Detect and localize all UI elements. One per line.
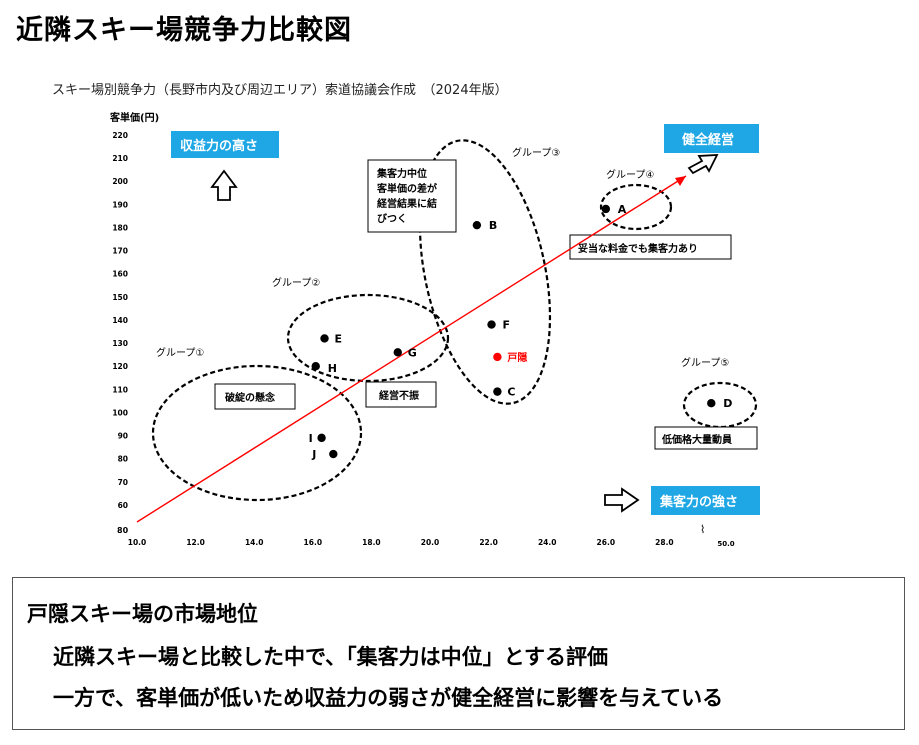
summary-line: 一方で、客単価が低いため収益力の弱さが健全経営に影響を与えている: [53, 686, 724, 710]
x-tick-label: 12.0: [186, 538, 205, 547]
group1-note-text: 破綻の懸念: [225, 391, 275, 404]
y-tick-label: 110: [112, 385, 128, 394]
data-point-label: H: [328, 362, 337, 375]
data-point-label: C: [507, 386, 515, 399]
goal-box: 健全経営: [664, 124, 759, 153]
group3-note-box: 集客力中位 客単価の差が 経営結果に結 びつく: [367, 159, 457, 233]
group3-note-line: 集客力中位: [376, 167, 427, 180]
y-axis-label: 客単価(円): [109, 111, 159, 124]
group5-ellipse: [682, 381, 758, 429]
trend-arrowhead-icon: [675, 176, 686, 186]
group2-ellipse: [286, 293, 450, 383]
up-arrow-icon: [210, 169, 238, 201]
group5-note-box: 低価格大量動員: [654, 426, 758, 450]
group1-note-box: 破綻の懸念: [214, 383, 296, 410]
y-tick-label: 190: [112, 200, 128, 209]
y-tick-label: 210: [112, 154, 128, 163]
data-point: [472, 220, 482, 230]
data-point-label: 戸隠: [507, 351, 527, 364]
data-point: [393, 348, 402, 357]
y-tick-label: 160: [112, 270, 128, 279]
summary-heading: 戸隠スキー場の市場地位: [27, 602, 258, 626]
y-origin-label: 80: [117, 526, 129, 535]
data-point-label: F: [503, 319, 511, 332]
group3-note-line: 経営結果に結: [377, 197, 437, 210]
data-point-label: G: [408, 346, 417, 359]
y-tick-label: 100: [112, 408, 128, 417]
group4-note-box: 妥当な料金でも集客力あり: [569, 234, 732, 260]
y-direction-text: 収益力の高さ: [180, 138, 258, 154]
group1-label: グループ①: [156, 346, 204, 359]
page-title: 近隣スキー場競争力比較図: [16, 15, 352, 46]
x-tick-label: 24.0: [538, 538, 557, 547]
chart-subtitle: スキー場別競争力（長野市内及び周辺エリア）索道協議会作成 （2024年版）: [52, 83, 508, 98]
x-direction-text: 集客力の強さ: [659, 494, 738, 510]
group2-label: グループ②: [272, 276, 320, 289]
y-tick-label: 140: [112, 316, 128, 325]
summary-line: 近隣スキー場と比較した中で、「集客力は中位」とする評価: [53, 645, 609, 669]
trend-line: [136, 175, 687, 523]
y-tick-label: 220: [112, 131, 128, 140]
x-tick-label: 26.0: [597, 538, 616, 547]
y-tick-label: 180: [112, 223, 128, 232]
y-tick-label: 90: [118, 432, 128, 441]
data-point-label: E: [335, 332, 343, 345]
data-point: [320, 334, 329, 343]
group3-note-line: びつく: [377, 212, 407, 225]
data-point: [311, 362, 320, 371]
data-point: [707, 398, 716, 408]
diagonal-arrow-icon: [687, 154, 719, 175]
x-tick-label: 28.0: [655, 538, 674, 547]
x-tick-label: 22.0: [479, 538, 498, 547]
x-tick-label: 10.0: [128, 538, 147, 547]
y-tick-label: 70: [118, 478, 128, 487]
data-point-label: A: [618, 203, 627, 216]
scatter-chart: 客単価(円) グループ① グループ② グループ③ グループ④ グループ⑤ 集客力…: [109, 111, 760, 548]
y-tick-label: 120: [112, 362, 128, 371]
data-point: [487, 320, 496, 329]
x-tick-label: 16.0: [304, 538, 323, 547]
summary-box: 戸隠スキー場の市場地位 近隣スキー場と比較した中で、「集客力は中位」とする評価 …: [12, 577, 905, 730]
data-point: [317, 433, 326, 443]
group4-note-text: 妥当な料金でも集客力あり: [578, 242, 698, 255]
group4-label: グループ④: [606, 168, 654, 181]
data-point-label: B: [489, 219, 497, 232]
data-point-label: J: [311, 448, 316, 461]
data-point-label: I: [309, 432, 313, 445]
group5-note-text: 低価格大量動員: [661, 433, 732, 446]
group5-label: グループ⑤: [681, 356, 729, 369]
group2-note-text: 経営不振: [379, 389, 419, 402]
group2-note-box: 経営不振: [365, 381, 437, 408]
x-direction-box: 集客力の強さ: [651, 486, 760, 515]
data-point: [601, 204, 610, 214]
right-arrow-icon: [604, 487, 640, 513]
x-tick-label: 14.0: [245, 538, 264, 547]
data-point: [493, 387, 502, 396]
y-tick-label: 60: [118, 501, 128, 510]
y-tick-label: 130: [112, 339, 128, 348]
group3-ellipse: [418, 139, 552, 405]
y-tick-label: 80: [118, 455, 128, 464]
y-tick-label: 150: [112, 293, 128, 302]
y-tick-label: 170: [112, 247, 128, 256]
group3-note-line: 客単価の差が: [376, 182, 438, 195]
data-point: [329, 449, 338, 459]
axis-break-mark: ⌇: [700, 523, 705, 536]
group4-ellipse: [599, 183, 673, 231]
data-point: [493, 352, 502, 362]
x-tick-label: 20.0: [421, 538, 440, 547]
y-direction-box: 収益力の高さ: [171, 131, 279, 158]
data-point-label: D: [723, 397, 732, 410]
x-tick-label: 50.0: [717, 540, 734, 548]
group1-ellipse: [151, 364, 363, 502]
y-tick-label: 200: [112, 177, 128, 186]
group3-label: グループ③: [512, 146, 560, 159]
x-tick-label: 18.0: [362, 538, 381, 547]
goal-text: 健全経営: [682, 132, 734, 148]
